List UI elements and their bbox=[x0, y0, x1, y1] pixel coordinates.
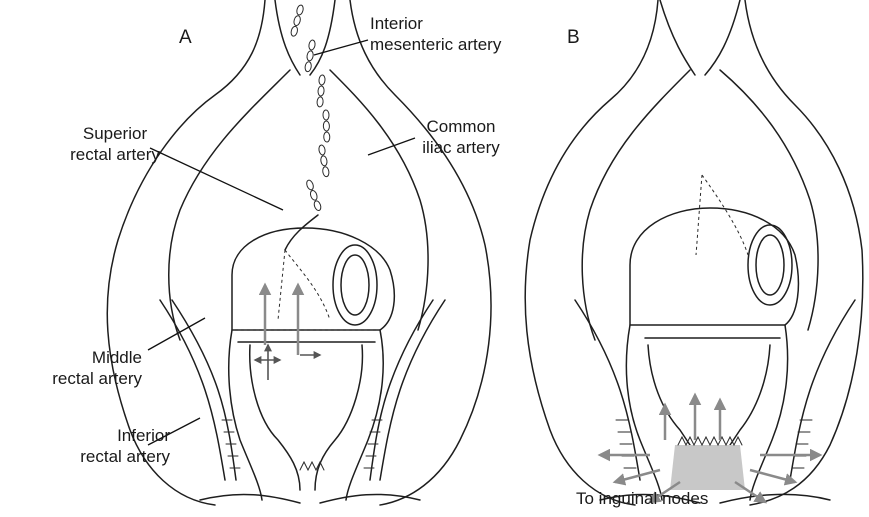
left-side-vessel-2 bbox=[172, 300, 236, 480]
superior-rectal-vessel bbox=[285, 215, 318, 250]
b-anal-inner bbox=[648, 345, 770, 445]
b-right-outer-wall bbox=[745, 0, 863, 505]
dashed-branches bbox=[278, 250, 330, 320]
rectum-right-wall bbox=[346, 330, 383, 500]
label-inferior-mesenteric: Interior mesenteric artery bbox=[370, 13, 501, 55]
panel-letter-a: A bbox=[179, 27, 192, 48]
left-segments bbox=[222, 420, 240, 468]
label-superior-rectal-line2: rectal artery bbox=[55, 144, 175, 165]
panel-b-drawing bbox=[525, 0, 863, 505]
label-inguinal-nodes: To inguinal nodes bbox=[576, 488, 708, 509]
b-left-outer-wall bbox=[525, 0, 658, 505]
b-right-segments bbox=[792, 420, 812, 468]
label-inferior-mesenteric-line2: mesenteric artery bbox=[370, 34, 501, 55]
right-inner-wall bbox=[330, 70, 428, 330]
dentate-line-b bbox=[678, 437, 742, 445]
b-right-side-vessel bbox=[790, 300, 855, 480]
label-middle-rectal-line1: Middle bbox=[14, 347, 142, 368]
label-inferior-mesenteric-line1: Interior bbox=[370, 13, 501, 34]
label-common-iliac: Common iliac artery bbox=[405, 116, 517, 158]
leader-middle-rectal bbox=[148, 318, 205, 350]
cross-section-oval bbox=[333, 245, 377, 325]
anal-inner-right bbox=[315, 345, 362, 490]
leader-inferior-mesenteric bbox=[314, 40, 368, 55]
label-inferior-rectal: Inferior rectal artery bbox=[42, 425, 170, 467]
b-cross-section-inner bbox=[756, 235, 784, 295]
b-central-vessel bbox=[660, 0, 740, 75]
cross-section-inner bbox=[341, 255, 369, 315]
dentate-line-a bbox=[300, 462, 324, 470]
vessel-left-edge bbox=[275, 0, 300, 75]
label-middle-rectal-line2: rectal artery bbox=[14, 368, 142, 389]
right-outer-wall bbox=[350, 0, 491, 505]
label-common-iliac-line2: iliac artery bbox=[405, 137, 517, 158]
label-superior-rectal: Superior rectal artery bbox=[55, 123, 175, 165]
right-side-vessel-2 bbox=[370, 300, 433, 480]
b-right-inner-wall bbox=[720, 70, 818, 330]
label-superior-rectal-line1: Superior bbox=[55, 123, 175, 144]
pelvic-floor-a bbox=[200, 494, 420, 503]
label-common-iliac-line1: Common bbox=[405, 116, 517, 137]
anal-inner-left bbox=[250, 345, 300, 490]
vessel-right-edge bbox=[310, 0, 335, 75]
b-cross-section-oval bbox=[748, 225, 792, 305]
label-inferior-rectal-line1: Inferior bbox=[42, 425, 170, 446]
label-inferior-rectal-line2: rectal artery bbox=[42, 446, 170, 467]
panel-letter-b: B bbox=[567, 27, 580, 48]
b-dashed-branches bbox=[696, 175, 748, 255]
rectum-left-wall bbox=[229, 330, 262, 500]
b-arrow-left-2 bbox=[615, 470, 660, 482]
b-shaded-region bbox=[670, 445, 745, 490]
right-side-vessel bbox=[380, 300, 445, 480]
label-middle-rectal: Middle rectal artery bbox=[14, 347, 142, 389]
